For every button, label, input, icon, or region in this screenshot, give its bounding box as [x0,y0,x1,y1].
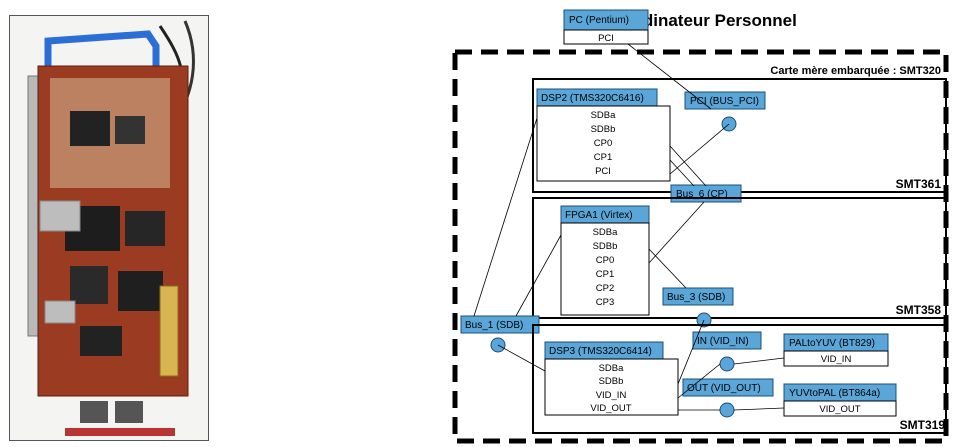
bus6-node[interactable]: Bus_6 (CP) [670,184,742,203]
in-bus-name: IN (VID_IN) [697,336,749,347]
bus3-node[interactable]: Bus_3 (SDB) [662,287,734,328]
smt358-frame [532,197,947,319]
dsp2-name: DSP2 (TMS320C6416) [541,93,644,104]
dsp3-port-sdbb: SDBb [599,376,624,387]
dsp3-node[interactable]: DSP3 (TMS320C6414) SDBa SDBb VID_IN VID_… [544,341,679,416]
pc-node[interactable]: PC (Pentium) PCI [563,9,649,45]
pc-name: PC (Pentium) [569,15,629,26]
dsp3-name: DSP3 (TMS320C6414) [549,346,652,357]
smt319-frame [532,324,947,434]
fpga1-port-cp1: CP1 [596,269,614,280]
dsp3-port-sdba: SDBa [599,363,625,374]
paltoyuv-node[interactable]: PALtoYUV (BT829) VID_IN [783,333,889,367]
pci-bus-name: PCI (BUS_PCI) [690,96,759,107]
dsp2-port-cp1: CP1 [594,152,612,163]
yuvtopal-name: YUVtoPAL (BT864a) [789,388,880,399]
bus3-name: Bus_3 (SDB) [667,292,725,303]
yuvtopal-port-vid-out: VID_OUT [819,404,860,415]
bus1-name: Bus_1 (SDB) [465,320,523,331]
smt358-label: SMT358 [896,303,942,317]
fpga1-name: FPGA1 (Virtex) [565,210,633,221]
fpga1-port-cp0: CP0 [596,255,614,266]
connection-wires [473,43,785,411]
fpga1-port-sdba: SDBa [593,227,619,238]
dsp3-port-vid-in: VID_IN [596,390,627,401]
pc-port-pci: PCI [598,33,614,44]
dsp2-port-cp0: CP0 [594,138,612,149]
dsp2-port-pci: PCI [595,166,611,177]
board-photo [9,15,209,441]
paltoyuv-name: PALtoYUV (BT829) [789,338,875,349]
board-photo-drawing [27,20,195,436]
yuvtopal-node[interactable]: YUVtoPAL (BT864a) VID_OUT [783,383,897,417]
dsp2-port-sdba: SDBa [591,110,617,121]
dsp2-node[interactable]: DSP2 (TMS320C6416) SDBa SDBb CP0 CP1 PCI [536,88,671,182]
in-bus-node[interactable]: IN (VID_IN) [692,331,762,372]
smt319-label: SMT319 [900,418,946,432]
dsp3-port-vid-out: VID_OUT [590,403,631,414]
out-bus-connector [719,402,735,418]
diagram-title: Ordinateur Personnel [623,11,797,30]
bus1-node[interactable]: Bus_1 (SDB) [460,315,540,353]
dsp2-port-sdbb: SDBb [591,124,616,135]
fpga1-port-cp3: CP3 [596,297,614,308]
carrier-label: Carte mère embarquée : SMT320 [770,65,941,77]
bus6-name: Bus_6 (CP) [676,189,728,200]
paltoyuv-port-vid-in: VID_IN [821,354,852,365]
out-bus-node[interactable]: OUT (VID_OUT) [682,378,774,418]
in-bus-connector [719,356,735,372]
fpga1-node[interactable]: FPGA1 (Virtex) SDBa SDBb CP0 CP1 CP2 CP3 [560,205,650,316]
smt361-label: SMT361 [896,177,942,191]
fpga1-port-sdbb: SDBb [593,241,618,252]
fpga1-port-cp2: CP2 [596,283,614,294]
out-bus-name: OUT (VID_OUT) [687,383,761,394]
